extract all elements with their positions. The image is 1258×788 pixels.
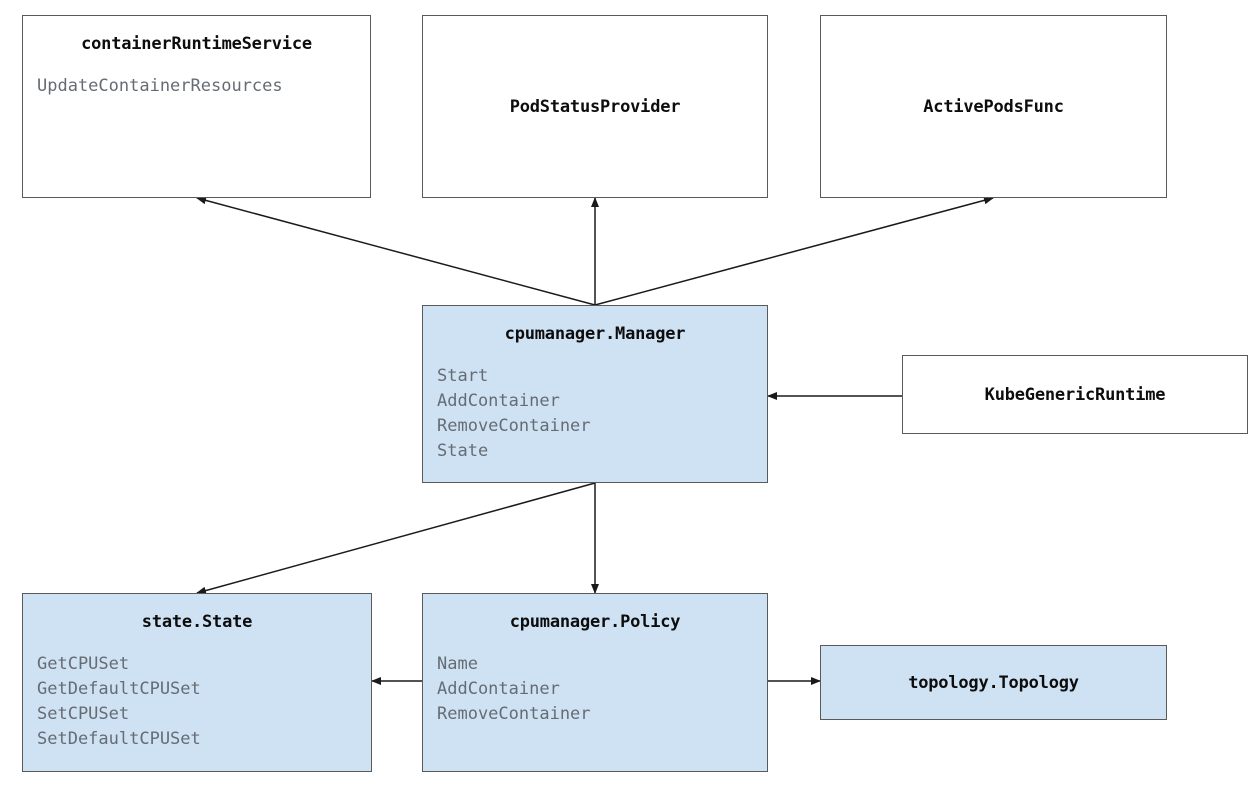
class-method: GetCPUSet	[37, 654, 130, 674]
class-method: AddContainer	[437, 679, 560, 699]
class-box-topologyTopology[interactable]: topology.Topology	[820, 645, 1167, 720]
class-title: containerRuntimeService	[81, 34, 312, 54]
class-method: Start	[437, 366, 489, 386]
class-title: topology.Topology	[908, 672, 1079, 693]
class-title: cpumanager.Manager	[504, 324, 686, 344]
class-method-list: UpdateContainerResources	[23, 74, 370, 99]
edge-manager-to-containerRuntimeService	[196, 196, 596, 306]
class-title: cpumanager.Policy	[509, 612, 681, 632]
class-title: state.State	[141, 612, 253, 632]
class-method: RemoveContainer	[437, 704, 591, 724]
class-method: SetCPUSet	[37, 704, 130, 724]
class-method: UpdateContainerResources	[37, 76, 283, 96]
class-box-PodStatusProvider[interactable]: PodStatusProvider	[422, 15, 768, 198]
edge-manager-to-stateState	[196, 482, 596, 595]
class-title: KubeGenericRuntime	[984, 384, 1166, 405]
class-method: AddContainer	[437, 391, 560, 411]
edge-manager-to-activePodsFunc	[594, 196, 994, 306]
class-box-KubeGenericRuntime[interactable]: KubeGenericRuntime	[902, 355, 1248, 434]
class-method: SetDefaultCPUSet	[37, 729, 201, 749]
class-method: RemoveContainer	[437, 416, 591, 436]
class-title: ActivePodsFunc	[923, 96, 1064, 117]
class-title: PodStatusProvider	[509, 96, 681, 117]
class-method: Name	[437, 654, 478, 674]
class-box-ActivePodsFunc[interactable]: ActivePodsFunc	[820, 15, 1167, 198]
class-method: State	[437, 441, 489, 461]
class-method: GetDefaultCPUSet	[37, 679, 201, 699]
